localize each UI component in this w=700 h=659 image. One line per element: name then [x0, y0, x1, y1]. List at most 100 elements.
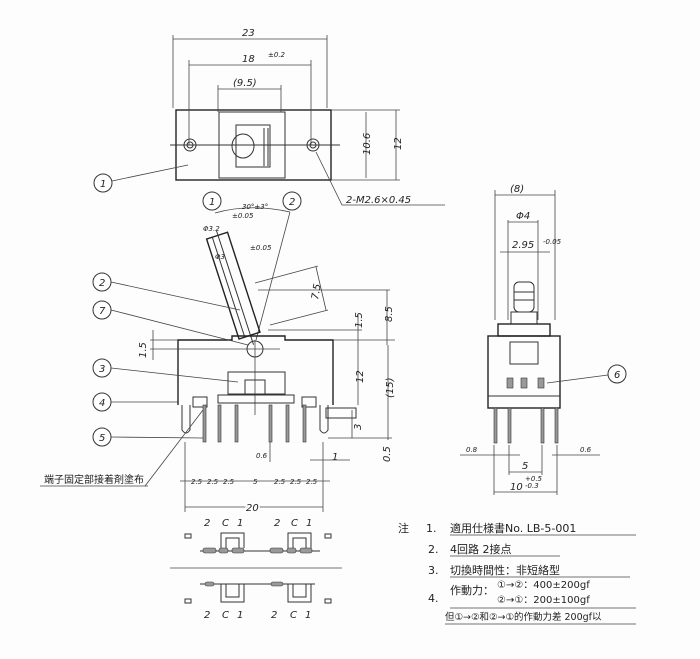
- mount-hole-left: [183, 138, 197, 152]
- front-view: 2 7 3 4 5 1.5 12 (15) 3 0.5 0.6 1 2.5 2: [40, 272, 396, 516]
- svg-text:1: 1: [237, 610, 243, 621]
- top-actuator: [231, 133, 255, 159]
- mount-hole-right: [306, 138, 320, 152]
- svg-text:C: C: [290, 610, 297, 621]
- svg-text:2: 2: [271, 610, 277, 621]
- circuit-position-1: 2 C 1 2 C 1: [184, 518, 332, 554]
- notes-heading: 注: [398, 521, 409, 535]
- dim-3: 3: [353, 424, 364, 430]
- svg-text:2: 2: [204, 518, 210, 529]
- svg-text:1: 1: [237, 518, 243, 529]
- top-slider: [235, 124, 271, 168]
- balloon-position-2: [282, 191, 302, 211]
- svg-text:2.5: 2.5: [207, 478, 219, 486]
- svg-text:2.5: 2.5: [290, 478, 302, 486]
- dia-3-tol: ±0.05: [250, 244, 272, 252]
- dim-9-5: (9.5): [233, 78, 257, 89]
- svg-text:2: 2: [289, 197, 295, 208]
- svg-text:C: C: [222, 610, 229, 621]
- angle-tol: ±0.05: [232, 212, 254, 220]
- svg-text:1.: 1.: [426, 522, 437, 535]
- balloon-2-front: [92, 272, 112, 292]
- svg-text:4.: 4.: [428, 592, 439, 605]
- dim-phi-4: Φ4: [516, 211, 530, 222]
- dim-12-top: 12: [393, 137, 404, 150]
- note-4-difference: 但①→②和②→①的作動力差 200gf以: [445, 611, 602, 623]
- circuit-position-2: 2 C 1 2 C 1: [184, 581, 332, 621]
- note-1: 適用仕様書No. LB-5-001: [450, 521, 576, 535]
- balloon-1-top: [93, 173, 113, 193]
- svg-text:2: 2: [99, 278, 105, 289]
- dim-0-8: 0.8: [466, 446, 478, 454]
- balloon-4: [92, 392, 112, 412]
- balloon-position-1: [202, 191, 222, 211]
- svg-text:5: 5: [253, 478, 258, 486]
- angle-30deg: 30°±3°: [242, 203, 268, 211]
- dim-7-5: 7.5: [310, 283, 324, 301]
- balloon-6: [607, 364, 627, 384]
- top-view: 23 18 ±0.2 (9.5) 10.6 12 2-M2.6×0.45 1: [93, 28, 445, 206]
- balloon-7: [92, 300, 112, 320]
- svg-text:2.: 2.: [428, 543, 439, 556]
- svg-text:7: 7: [99, 306, 106, 317]
- dia-3-2: Φ3.2: [203, 225, 220, 233]
- svg-text:1: 1: [306, 518, 312, 529]
- screw-spec: 2-M2.6×0.45: [346, 195, 411, 206]
- svg-text:2: 2: [204, 610, 210, 621]
- dim-8-5: 8.5: [384, 306, 395, 322]
- svg-text:C: C: [291, 518, 298, 529]
- note-4-force-2-1: ②→①：200±100gf: [497, 595, 590, 606]
- dim-23: 23: [242, 28, 255, 39]
- svg-text:2.5: 2.5: [223, 478, 235, 486]
- note-4: 作動力：: [450, 583, 494, 597]
- dim-12-front: 12: [355, 370, 366, 383]
- circuit-diagram: 2 C 1 2 C 1 2 C: [170, 518, 342, 621]
- side-body: [487, 335, 561, 409]
- side-cap: [497, 323, 551, 337]
- slider-block: [227, 371, 286, 395]
- dim-2-95-tol: -0.05: [543, 238, 562, 246]
- adhesive-note: 端子固定部接着剤塗布: [44, 473, 144, 486]
- notes: 注 1. 適用仕様書No. LB-5-001 2. 4回路 2接点 3. 切換時…: [398, 521, 636, 625]
- contact-base: [217, 394, 295, 404]
- note-3: 切換時間性：非短絡型: [450, 563, 560, 577]
- dim-10-tol-plus: +0.5: [525, 475, 543, 483]
- dia-3: Φ3: [215, 253, 225, 261]
- dim-20: 20: [246, 503, 259, 514]
- svg-text:1: 1: [100, 179, 106, 190]
- dim-1-5-top: 1.5: [354, 312, 365, 328]
- note-2: 4回路 2接点: [450, 543, 512, 556]
- terminal-pins: [181, 404, 329, 443]
- svg-text:3.: 3.: [428, 564, 439, 577]
- balloon-5: [92, 427, 112, 447]
- dim-0-6-front: 0.6: [256, 452, 268, 460]
- svg-text:4: 4: [99, 398, 105, 409]
- note-4-force-1-2: ①→②：400±200gf: [497, 580, 590, 591]
- svg-text:1: 1: [305, 610, 311, 621]
- dim-18: 18: [242, 54, 255, 65]
- side-actuator: [513, 281, 535, 313]
- dim-15: (15): [385, 377, 396, 398]
- side-view: (8) Φ4 2.95 -0.05 6 0.8 0.6 5 10 +0.5: [460, 184, 627, 495]
- svg-text:2: 2: [274, 518, 280, 529]
- dim-1-5-left: 1.5: [138, 342, 149, 358]
- dim-10-tol-minus: -0.3: [525, 482, 539, 490]
- dim-10-6: 10.6: [362, 133, 373, 155]
- dim-2-95: 2.95: [512, 240, 534, 251]
- dim-10: 10: [510, 482, 523, 493]
- svg-text:2.5: 2.5: [274, 478, 286, 486]
- lever-detail: 1 2 30°±3° ±0.05 Φ3.2 Φ3 ±0.05 7.5 1.5 8…: [202, 191, 395, 345]
- pitch-dimensions: 2.5 2.5 2.5 5 2.5 2.5 2.5: [191, 478, 318, 486]
- svg-text:6: 6: [614, 370, 620, 381]
- dim-5: 5: [522, 461, 528, 472]
- svg-text:3: 3: [99, 364, 105, 375]
- dim-1: 1: [332, 452, 338, 463]
- dim-0-6-side: 0.6: [580, 446, 592, 454]
- dim-8: (8): [510, 184, 524, 195]
- svg-text:2.5: 2.5: [306, 478, 318, 486]
- dim-18-tol: ±0.2: [268, 51, 286, 59]
- balloon-3: [92, 358, 112, 378]
- svg-text:5: 5: [99, 433, 105, 444]
